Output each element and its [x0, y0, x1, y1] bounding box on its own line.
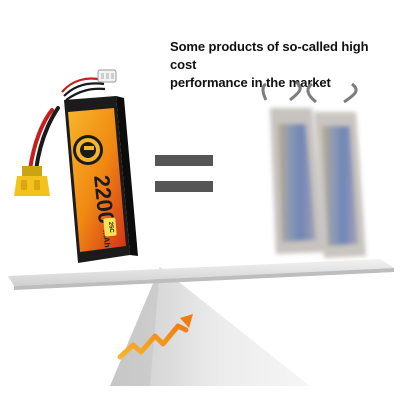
equals-sign-icon	[155, 155, 213, 192]
seesaw-plank	[8, 259, 394, 290]
rising-trend-arrow-icon	[117, 314, 193, 360]
xt60-connector-icon	[14, 166, 50, 196]
balance-connector-icon	[97, 69, 117, 83]
seesaw-fulcrum	[110, 267, 310, 386]
battery-capacity-label: 2200	[89, 174, 119, 225]
battery-capacity-unit: mAh	[101, 229, 112, 248]
battery-c-rating-badge: 25C	[107, 222, 114, 234]
caption-line-2: performance in the market	[170, 75, 331, 90]
blurred-battery-packs	[261, 80, 366, 258]
caption-line-1: Some products of so-called high cost	[170, 39, 369, 72]
lipo-battery: 2200 mAh 25C	[64, 96, 138, 263]
caption-text: Some products of so-called high cost per…	[170, 38, 385, 92]
